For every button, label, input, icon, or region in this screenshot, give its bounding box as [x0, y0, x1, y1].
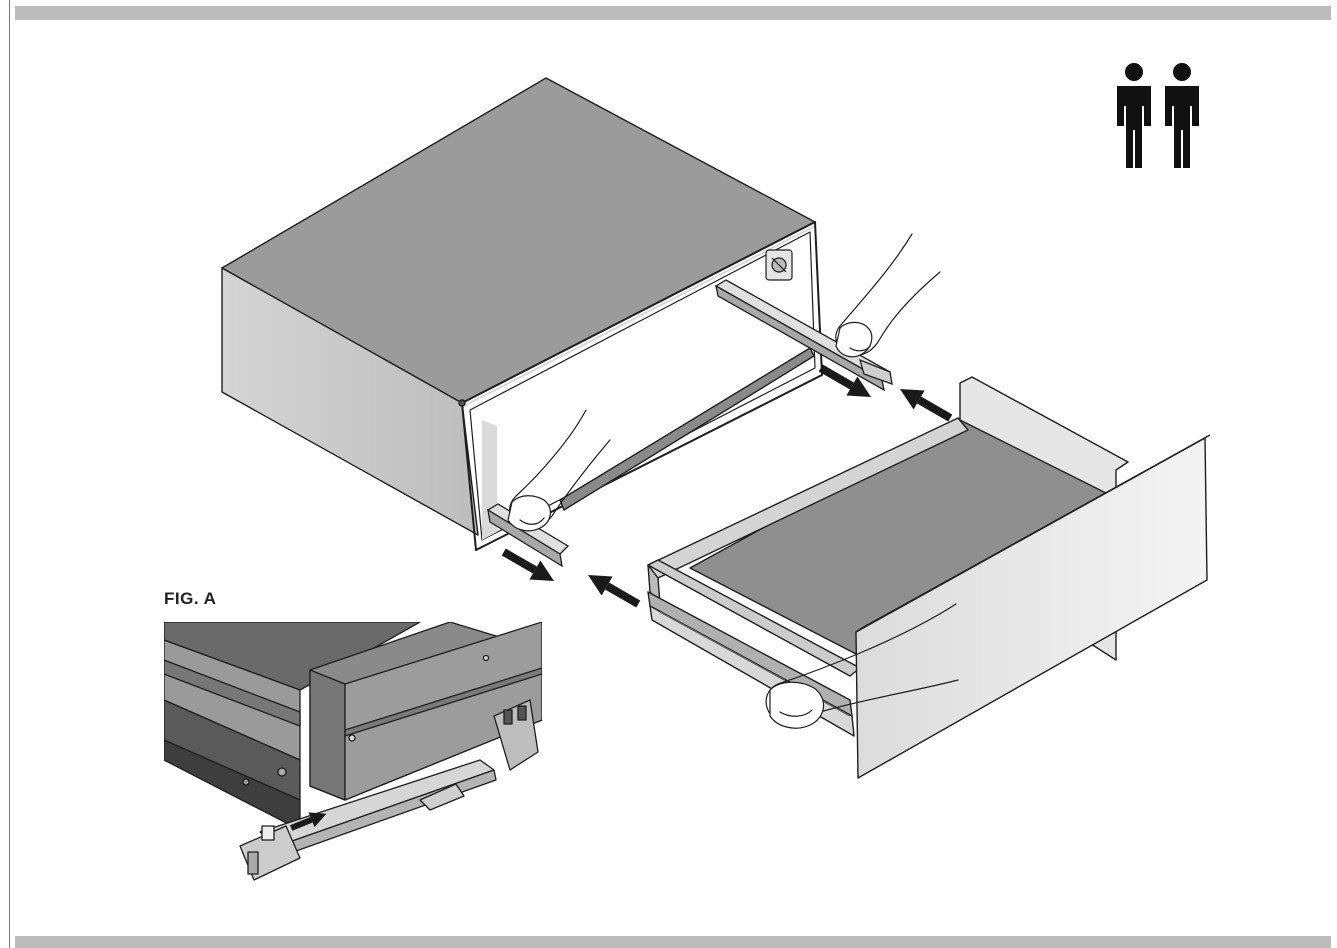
left-margin-rule — [9, 0, 10, 948]
bottom-border-bar — [15, 936, 1331, 948]
direction-arrow-icon — [290, 812, 327, 831]
cabinet-housing — [221, 77, 823, 551]
top-border-bar — [15, 6, 1331, 20]
fig-a-inset — [164, 622, 542, 882]
two-person-icon — [1117, 63, 1199, 168]
cabinet-crossbar — [559, 347, 815, 511]
direction-arrow-icon — [501, 364, 953, 608]
hand-icon — [765, 603, 959, 729]
fig-a-label: FIG. A — [164, 589, 217, 608]
hand-icon — [507, 409, 611, 532]
cabinet-side-face — [221, 267, 479, 536]
cabinet-front-frame — [461, 221, 823, 551]
hand-icon — [835, 233, 941, 358]
drawer-unit — [647, 376, 1211, 779]
power-connector — [765, 249, 793, 281]
